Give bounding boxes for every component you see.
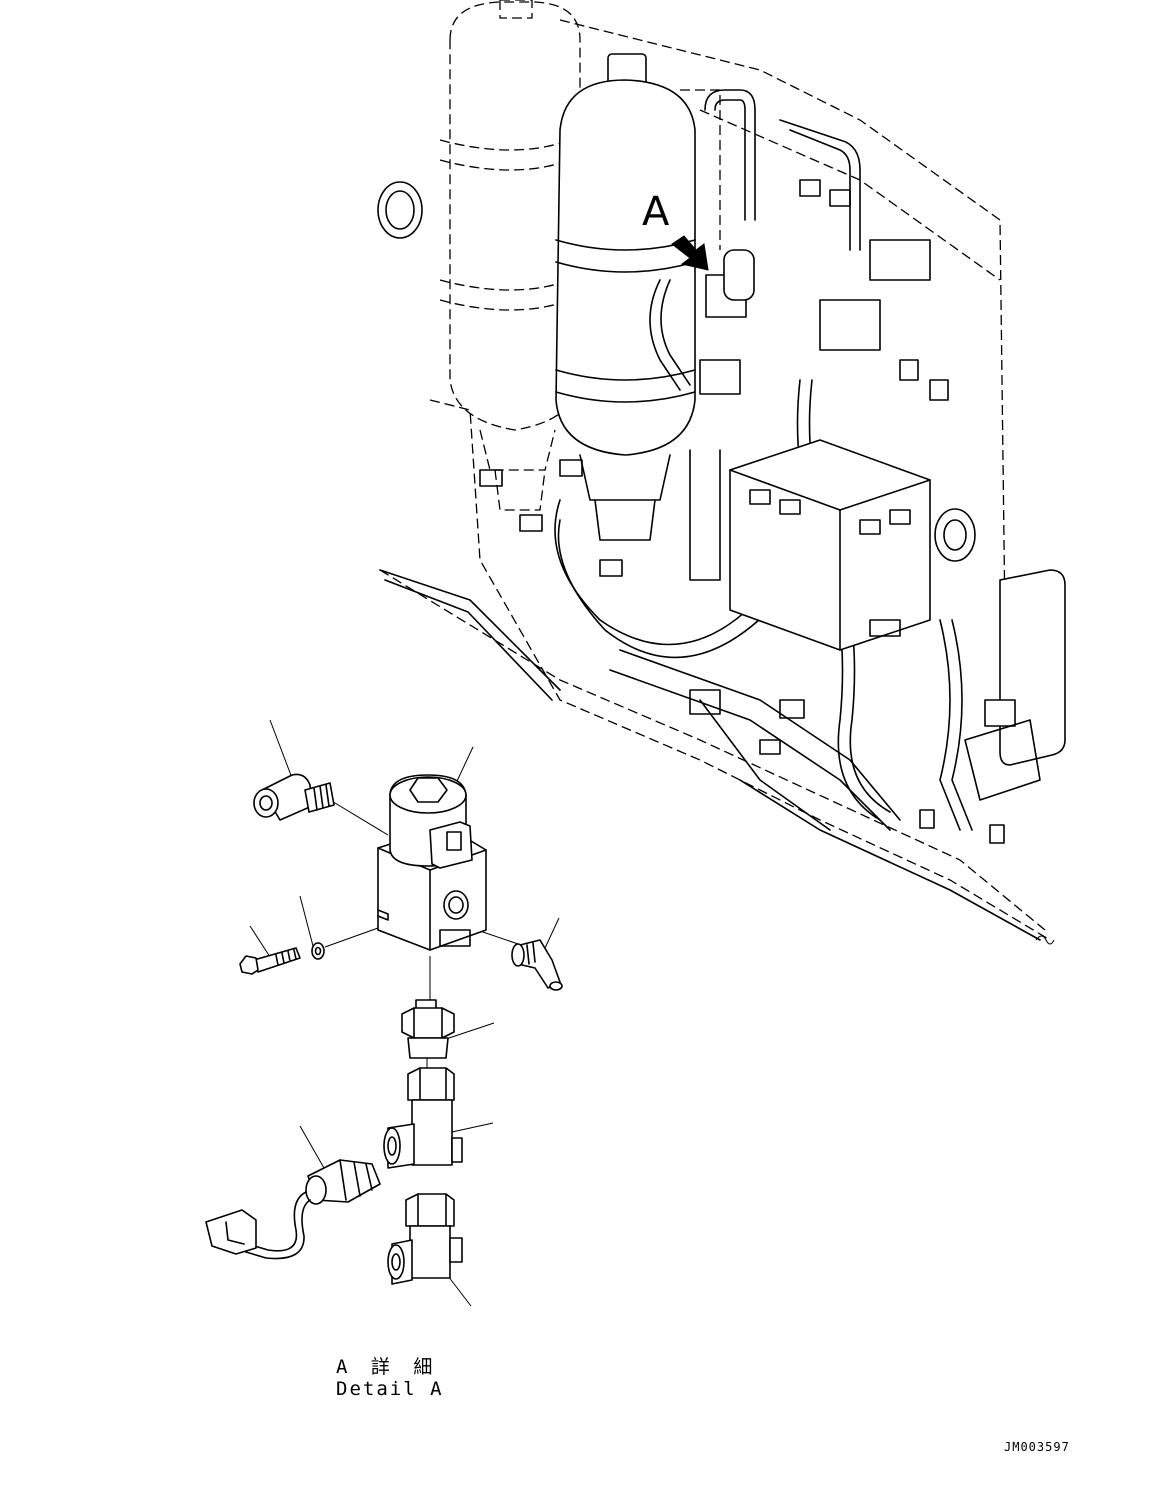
- solenoid-valve: [377, 774, 487, 951]
- pointer-arrow: [671, 235, 709, 271]
- elbow-nipple: [511, 939, 563, 991]
- machine-assembly-illustration: [377, 0, 1066, 941]
- fitting-cluster: [479, 179, 1041, 844]
- adapter-nipple: [401, 999, 455, 1059]
- detail-caption-japanese: A 詳 細: [336, 1356, 439, 1378]
- inspection-cover-ring: [377, 181, 423, 239]
- detail-caption-english: Detail A: [336, 1378, 444, 1400]
- drawing-number: JM003597: [1004, 1440, 1070, 1454]
- bolt: [239, 947, 301, 975]
- right-accumulator-tank: [555, 53, 696, 541]
- tee-fitting-lower: [387, 1193, 463, 1285]
- control-box: [934, 508, 1066, 766]
- pressure-switch: [205, 1159, 381, 1260]
- main-valve-block: [729, 439, 931, 651]
- detail-a-callout-label: A: [642, 189, 670, 235]
- detail-a-location: [699, 249, 755, 395]
- tee-fitting-upper: [383, 1067, 463, 1169]
- elbow-fitting: [253, 773, 335, 821]
- detail-a-exploded-view: [205, 719, 563, 1307]
- washer: [311, 942, 325, 960]
